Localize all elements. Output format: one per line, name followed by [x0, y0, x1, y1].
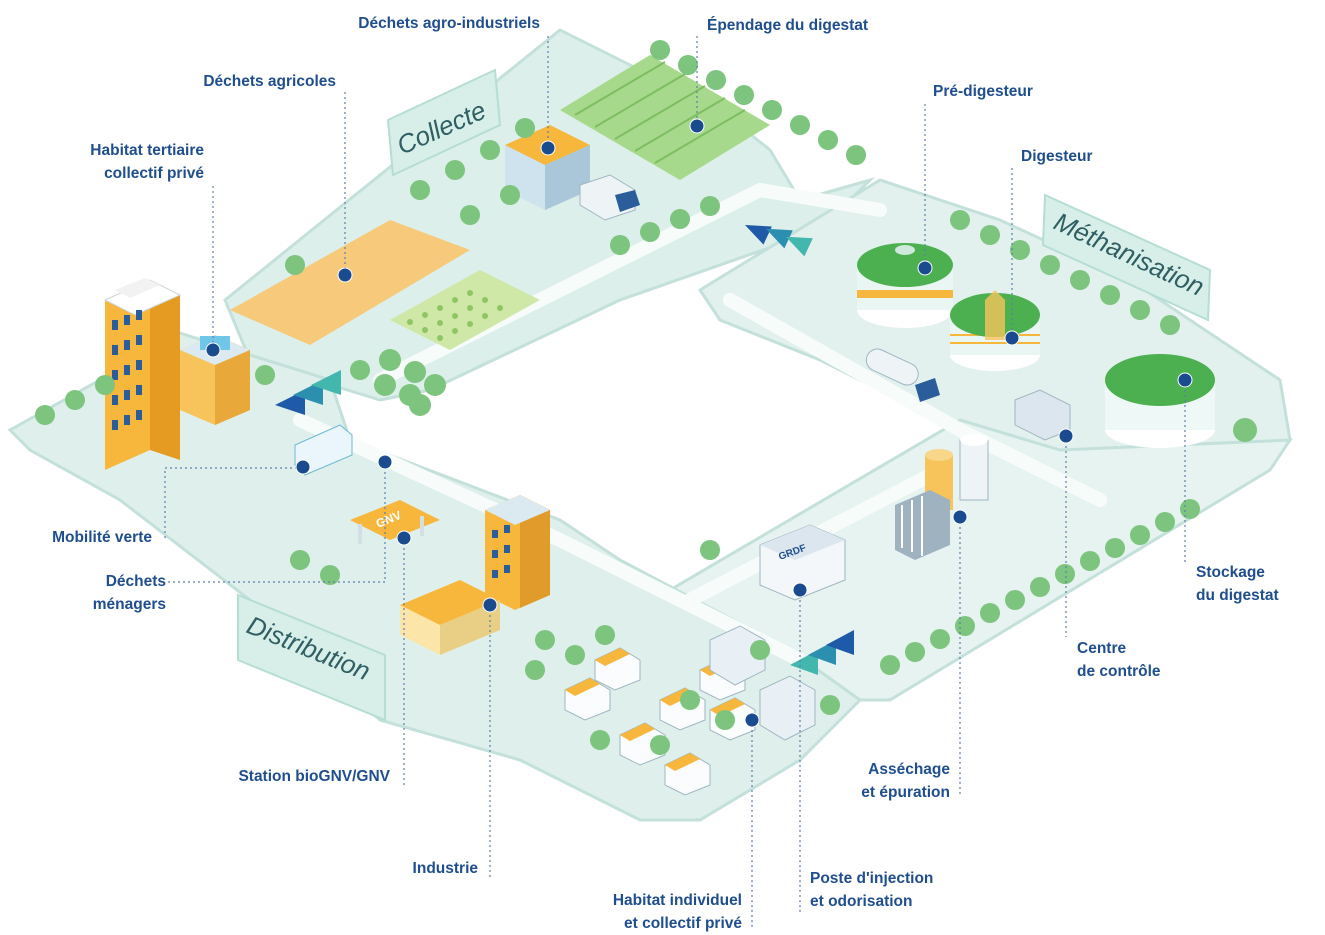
arrow-to-tertiary [275, 370, 341, 415]
arrow-to-distribution [790, 630, 854, 675]
label-dechets-menagers: Déchets ménagers [20, 570, 166, 616]
dot-dechets-agricoles [337, 267, 353, 283]
dot-pre-digesteur [917, 260, 933, 276]
label-habitat-individuel-line1: Habitat individuel [612, 892, 742, 909]
fields [230, 55, 770, 350]
crop-field [560, 55, 770, 180]
label-habitat-tertiaire: Habitat tertiaire collectif privé [20, 139, 204, 185]
buildings: GNV [103, 125, 1215, 796]
industry-warehouse [400, 580, 500, 655]
pre-digester-tank [857, 243, 953, 328]
bus [294, 424, 353, 476]
label-dechets-agro-industriels: Déchets agro-industriels [358, 15, 540, 32]
label-dechets-menagers-line2: ménagers [92, 596, 166, 613]
apartment-block [485, 495, 550, 610]
label-stockage-line1: Stockage [1196, 564, 1265, 581]
label-dechets-menagers-line1: Déchets [105, 573, 166, 590]
gnv-station: GNV [350, 500, 440, 544]
leader-lines [164, 36, 1186, 930]
farm-yard [230, 220, 470, 345]
label-assechage: Asséchage et épuration [800, 758, 950, 804]
label-mobilite-verte: Mobilité verte [52, 529, 152, 546]
dot-digesteur [1004, 330, 1020, 346]
dot-station-biognv [396, 530, 412, 546]
label-dechets-agricoles: Déchets agricoles [203, 73, 336, 90]
collection-truck [579, 174, 640, 221]
injection-post: GRDF [759, 524, 846, 601]
label-habitat-individuel: Habitat individuel et collectif privé [540, 889, 742, 935]
digester-tank [950, 290, 1040, 371]
label-habitat-tertiaire-line2: collectif privé [104, 165, 204, 182]
dot-industrie [482, 597, 498, 613]
label-centre-controle-line1: Centre [1077, 640, 1127, 657]
label-industrie: Industrie [412, 860, 478, 877]
label-centre-controle: Centre de contrôle [1077, 637, 1161, 683]
label-assechage-line1: Asséchage [868, 761, 950, 778]
label-stockage: Stockage du digestat [1196, 561, 1279, 607]
office-tower [103, 278, 182, 470]
label-epandage: Épendage du digestat [707, 17, 869, 34]
dot-assechage [952, 509, 968, 525]
label-centre-controle-line2: de contrôle [1077, 663, 1161, 680]
trees [35, 40, 1257, 755]
tertiary-building [180, 335, 250, 425]
dot-dechets-agro-industriels [540, 140, 556, 156]
label-habitat-tertiaire-line1: Habitat tertiaire [90, 142, 204, 159]
collective-housing [759, 675, 816, 741]
dot-epandage [689, 118, 705, 134]
dot-dechets-menagers [377, 454, 393, 470]
label-poste-injection: Poste d'injection et odorisation [810, 867, 933, 913]
label-poste-injection-line2: et odorisation [810, 893, 913, 910]
dot-poste-injection [792, 582, 808, 598]
label-habitat-individuel-line2: et collectif privé [623, 915, 742, 932]
houses [564, 625, 816, 796]
digestate-storage-tank [1105, 354, 1215, 448]
label-pre-digesteur: Pré-digesteur [933, 83, 1033, 100]
dot-habitat-individuel [744, 712, 760, 728]
label-station-biognv: Station bioGNV/GNV [238, 768, 390, 785]
dot-habitat-tertiaire [205, 342, 221, 358]
flow-arrows [275, 225, 854, 675]
road-ring [293, 182, 1107, 667]
agro-industrial-building [505, 125, 590, 210]
marker-dots [205, 118, 1193, 728]
label-stockage-line2: du digestat [1196, 587, 1279, 604]
label-assechage-line2: et épuration [861, 784, 950, 801]
arrow-collecte-to-methanisation [745, 225, 813, 257]
label-poste-injection-line1: Poste d'injection [810, 870, 934, 887]
dot-mobilite-verte [295, 459, 311, 475]
label-digesteur: Digesteur [1021, 148, 1093, 165]
purification-columns [895, 434, 989, 560]
dot-centre-controle [1058, 428, 1074, 444]
distribution-plate [7, 328, 863, 822]
tanker-truck [865, 348, 940, 402]
dot-stockage [1177, 372, 1193, 388]
